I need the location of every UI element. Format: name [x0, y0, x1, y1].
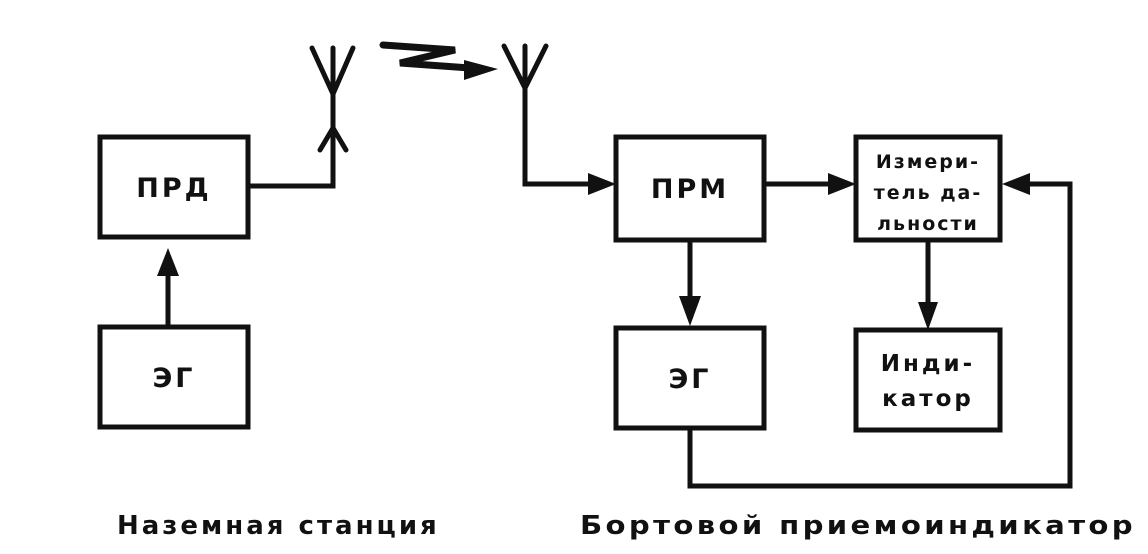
- meter-label-line2: тель да-: [874, 182, 983, 204]
- indicator-label-line2: катор: [882, 386, 974, 412]
- eg-onboard-label: ЭГ: [668, 364, 711, 395]
- eg-ground-label: ЭГ: [152, 363, 195, 394]
- range-meter-block: Измери- тель да- льности: [853, 134, 1003, 243]
- antenna-to-prm-arrow: [522, 140, 616, 195]
- onboard-caption: Бортовой приемоиндикатор: [580, 511, 1136, 541]
- prd-to-antenna-wire: [248, 148, 336, 189]
- eg-to-prd-arrow: [157, 248, 179, 327]
- indicator-label-line1: Инди-: [881, 351, 975, 377]
- indicator-block: Инди- катор: [853, 327, 1003, 433]
- transmitter-antenna-icon: [309, 45, 356, 153]
- prm-label: ПРМ: [651, 174, 729, 205]
- eg-ground-block: ЭГ: [97, 324, 251, 430]
- radio-link-arrow-icon: [379, 41, 498, 80]
- prm-block: ПРМ: [613, 134, 767, 243]
- receiver-antenna-icon: [501, 43, 549, 143]
- prd-label: ПРД: [136, 173, 211, 204]
- prd-block: ПРД: [97, 134, 251, 240]
- eg-onboard-block: ЭГ: [613, 325, 767, 431]
- eg-to-meter-feedback-arrow: [687, 173, 1073, 489]
- ground-station-caption: Наземная станция: [117, 511, 440, 541]
- prm-to-meter-arrow: [764, 173, 856, 195]
- meter-to-indicator-arrow: [918, 240, 938, 330]
- prm-to-eg-arrow: [679, 240, 701, 326]
- meter-label-line3: льности: [877, 213, 979, 235]
- meter-label-line1: Измери-: [876, 151, 980, 173]
